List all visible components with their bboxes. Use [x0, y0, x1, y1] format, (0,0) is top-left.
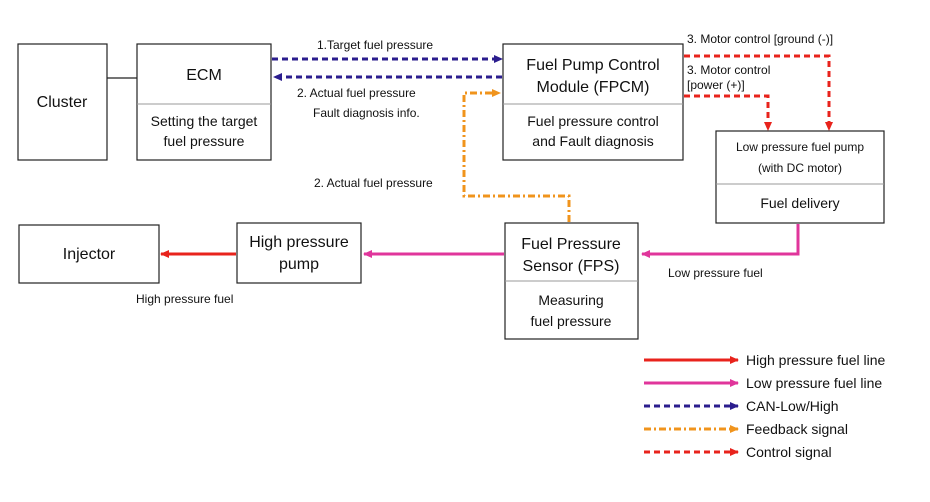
lpp-title2: (with DC motor): [758, 161, 842, 175]
fps-title2: Sensor (FPS): [523, 258, 620, 275]
control-power-line: [684, 94, 772, 131]
cluster-title: Cluster: [37, 94, 88, 111]
legend-label-low: Low pressure fuel line: [746, 375, 882, 391]
low-pressure-line-lpp-fps: [641, 224, 800, 258]
legend-label-high: High pressure fuel line: [746, 352, 886, 368]
motor-control-ground-label: 3. Motor control [ground (-)]: [687, 32, 833, 46]
high-pressure-fuel-label: High pressure fuel: [136, 292, 233, 306]
high-pressure-pump-block: High pressure pump: [236, 222, 362, 284]
fpcm-sub1: Fuel pressure control: [527, 113, 659, 129]
legend-label-control: Control signal: [746, 444, 832, 460]
control-ground-line: [684, 54, 833, 131]
fpcm-title2: Module (FPCM): [537, 79, 650, 96]
cluster-block: Cluster: [17, 43, 108, 161]
fps-title1: Fuel Pressure: [521, 236, 621, 253]
ecm-title: ECM: [186, 67, 222, 84]
ecm-sub2: fuel pressure: [164, 133, 245, 149]
ecm-block: ECM Setting the target fuel pressure: [136, 43, 272, 161]
fpcm-sub2: and Fault diagnosis: [532, 133, 653, 149]
actual-pressure-label-2: 2. Actual fuel pressure: [314, 176, 433, 190]
hpp-title2: pump: [279, 256, 319, 273]
lpp-title1: Low pressure fuel pump: [736, 140, 864, 154]
fps-sub2: fuel pressure: [531, 313, 612, 329]
fps-block: Fuel Pressure Sensor (FPS) Measuring fue…: [504, 222, 639, 340]
fpcm-title1: Fuel Pump Control: [526, 57, 659, 74]
fps-sub1: Measuring: [538, 292, 603, 308]
low-pressure-pump-block: Low pressure fuel pump (with DC motor) F…: [715, 130, 885, 224]
injector-title: Injector: [63, 246, 116, 263]
ecm-sub1: Setting the target: [151, 113, 258, 129]
motor-control-power-label-1: 3. Motor control: [687, 63, 770, 77]
low-pressure-fuel-label: Low pressure fuel: [668, 266, 763, 280]
actual-pressure-label-1: 2. Actual fuel pressure: [297, 86, 416, 100]
legend-label-can: CAN-Low/High: [746, 398, 839, 414]
motor-control-power-label-2: [power (+)]: [687, 78, 745, 92]
legend: High pressure fuel line Low pressure fue…: [644, 352, 886, 460]
feedback-line: [462, 89, 571, 222]
legend-label-feedback: Feedback signal: [746, 421, 848, 437]
target-pressure-label: 1.Target fuel pressure: [317, 38, 433, 52]
fpcm-block: Fuel Pump Control Module (FPCM) Fuel pre…: [502, 43, 684, 161]
hpp-title1: High pressure: [249, 234, 349, 251]
lpp-sub: Fuel delivery: [760, 195, 839, 211]
fault-diagnosis-label: Fault diagnosis info.: [313, 106, 420, 120]
injector-block: Injector: [18, 224, 160, 284]
